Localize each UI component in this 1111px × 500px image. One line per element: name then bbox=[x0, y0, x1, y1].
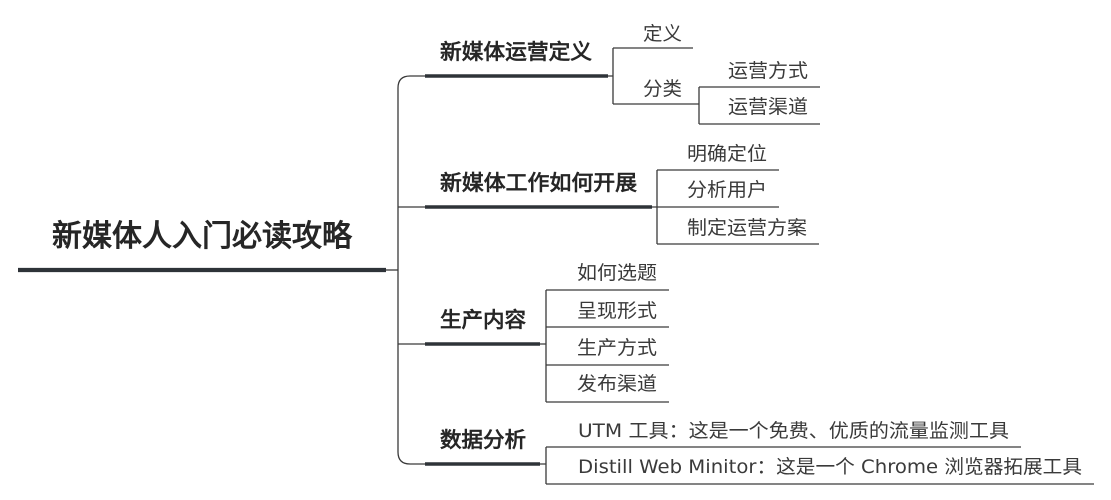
leaf-label-production-method: 生产方式 bbox=[577, 337, 657, 359]
trunk-vertical-line bbox=[397, 75, 425, 465]
trunk-connector bbox=[386, 75, 425, 465]
branch-title-4: 数据分析 bbox=[440, 428, 526, 452]
leaf-label-operation-plan: 制定运营方案 bbox=[687, 217, 807, 239]
leaf-label-definition: 定义 bbox=[643, 23, 682, 45]
branch-2-leaf-bracket bbox=[652, 170, 658, 244]
root-topic-label: 新媒体人入门必读攻略 bbox=[52, 219, 353, 254]
branch-how-to-work: 新媒体工作如何开展 明确定位 分析用户 制定运营方案 bbox=[425, 143, 819, 245]
branch-title-3: 生产内容 bbox=[440, 308, 526, 332]
subleaf-label-operation-channel: 运营渠道 bbox=[728, 96, 808, 118]
subleaf-label-operation-method: 运营方式 bbox=[728, 60, 808, 82]
leaf-label-clear-positioning: 明确定位 bbox=[687, 143, 767, 165]
branch-operations-definition: 新媒体运营定义 定义 分类 运营方式 运营渠道 bbox=[425, 23, 820, 125]
leaf-label-distill-web-minitor: Distill Web Minitor：这是一个 Chrome 浏览器拓展工具 bbox=[578, 456, 1082, 478]
leaf-label-publish-channel: 发布渠道 bbox=[577, 373, 657, 395]
branch-1-leaf-bracket bbox=[608, 48, 614, 104]
leaf-label-presentation-form: 呈现形式 bbox=[577, 300, 657, 322]
branch-title-1: 新媒体运营定义 bbox=[440, 40, 592, 64]
branch-3-leaf-bracket bbox=[540, 290, 547, 402]
leaf-label-topic-selection: 如何选题 bbox=[577, 262, 657, 284]
leaf-label-analyze-users: 分析用户 bbox=[687, 179, 767, 201]
branch-4-leaf-bracket bbox=[540, 447, 547, 484]
branch-content-production: 生产内容 如何选题 呈现形式 生产方式 发布渠道 bbox=[425, 262, 669, 403]
branch-data-analysis: 数据分析 UTM 工具：这是一个免费、优质的流量监测工具 Distill Web… bbox=[425, 420, 1094, 485]
root-topic: 新媒体人入门必读攻略 bbox=[18, 219, 386, 273]
leaf-label-utm-tool: UTM 工具：这是一个免费、优质的流量监测工具 bbox=[578, 420, 1009, 442]
leaf-label-classification: 分类 bbox=[643, 78, 682, 100]
branch-title-2: 新媒体工作如何开展 bbox=[440, 171, 637, 195]
